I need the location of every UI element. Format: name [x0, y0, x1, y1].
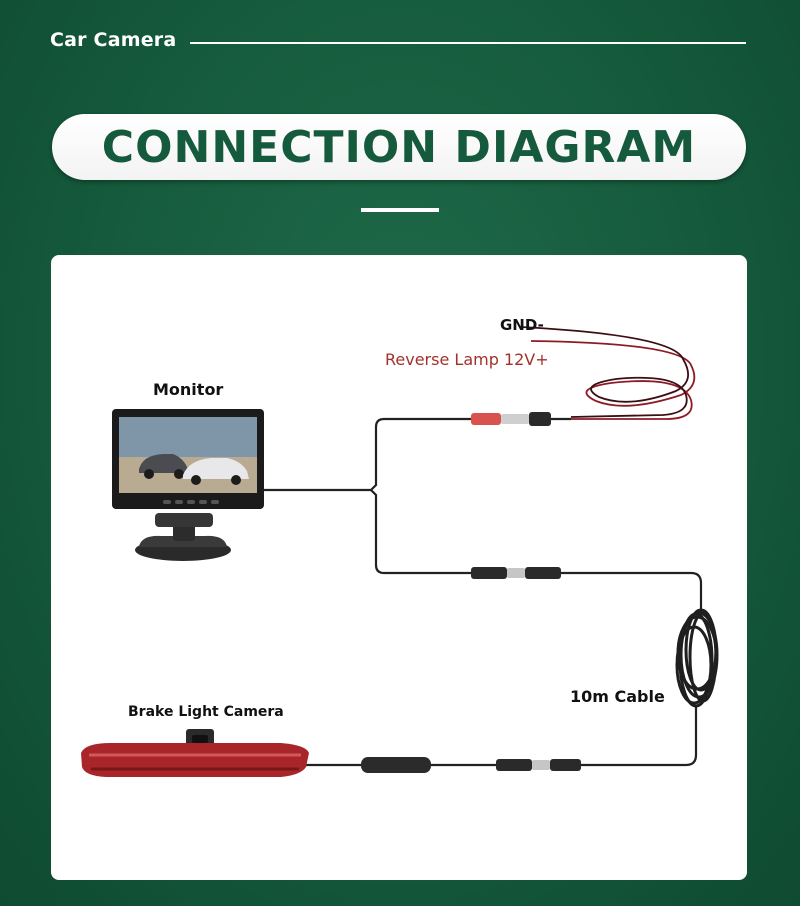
- inline-module: [361, 757, 431, 773]
- label-brake-light-camera: Brake Light Camera: [128, 704, 284, 720]
- video-connector-top: [471, 567, 561, 579]
- header-divider: [190, 42, 746, 44]
- label-gnd: GND-: [500, 316, 544, 334]
- connection-diagram: [81, 326, 719, 777]
- brand-title: Car Camera: [50, 29, 177, 51]
- brake-light-camera: [81, 729, 309, 777]
- power-wires: [520, 326, 696, 420]
- power-connector: [471, 412, 551, 426]
- monitor-device: [112, 409, 264, 561]
- label-monitor: Monitor: [153, 380, 224, 399]
- label-cable: 10m Cable: [570, 687, 665, 706]
- title-banner: CONNECTION DIAGRAM: [52, 114, 746, 180]
- wires: [264, 417, 703, 767]
- page-title: CONNECTION DIAGRAM: [101, 121, 697, 173]
- diagram-panel: Monitor GND- Reverse Lamp 12V+ 10m Cable…: [51, 255, 747, 880]
- video-connector-bottom: [496, 759, 581, 771]
- cable-coil: [675, 608, 719, 708]
- title-underline: [361, 208, 439, 212]
- label-reverse-lamp: Reverse Lamp 12V+: [385, 350, 549, 369]
